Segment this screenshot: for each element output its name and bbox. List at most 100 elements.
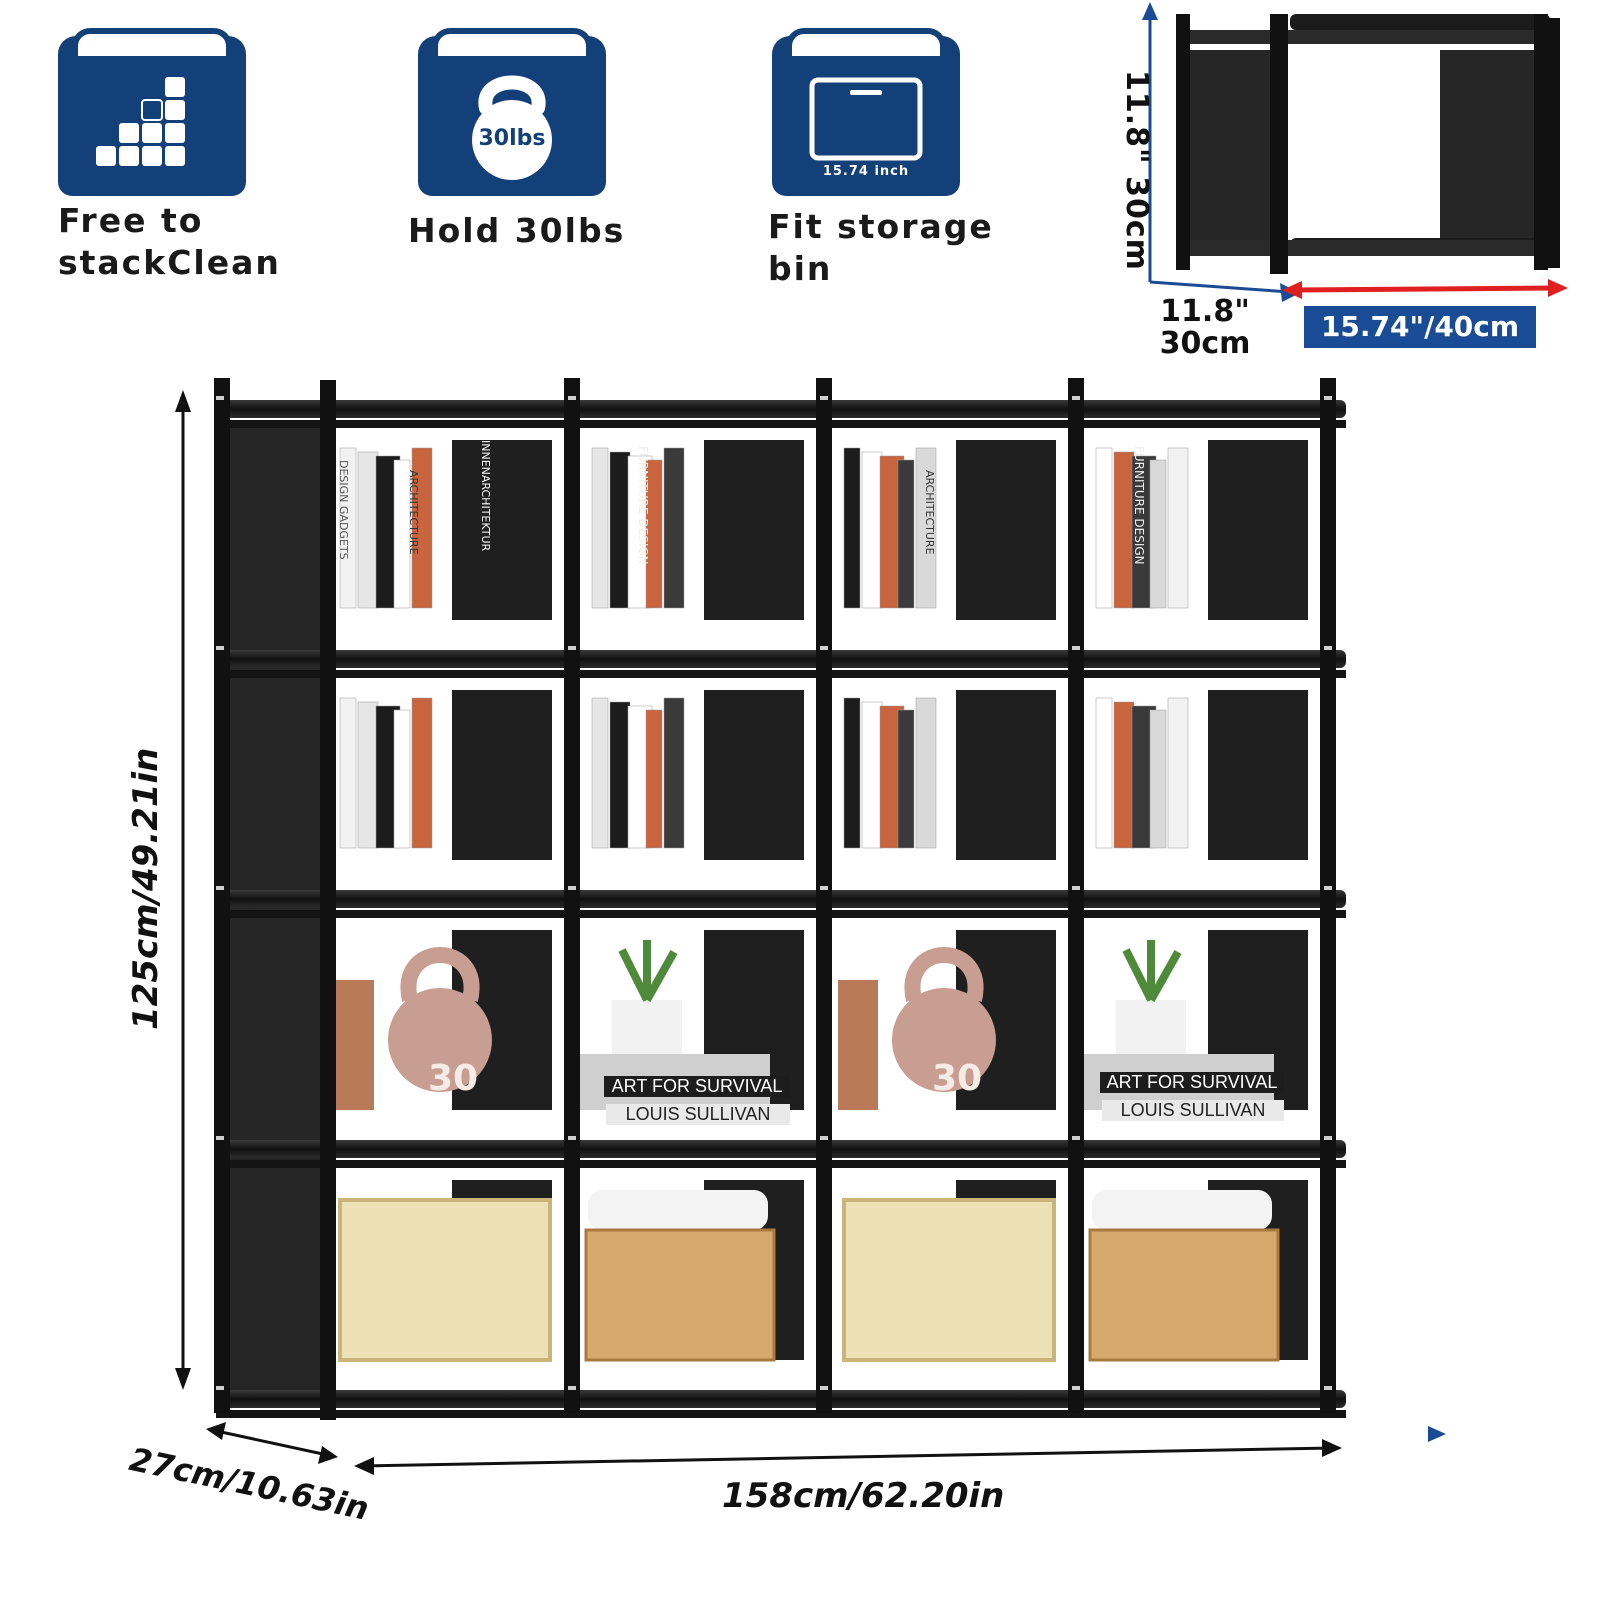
book — [1095, 697, 1113, 849]
connector — [216, 646, 224, 650]
book — [339, 447, 357, 609]
book — [838, 980, 878, 1110]
book — [591, 697, 609, 849]
connector — [1072, 396, 1080, 400]
book-stack-title: LOUIS SULLIVAN — [1102, 1100, 1284, 1121]
connector — [568, 396, 576, 400]
connector — [1324, 396, 1332, 400]
connector — [568, 646, 576, 650]
connector — [216, 1386, 224, 1390]
shelf-rod — [216, 650, 1346, 668]
cube-width-label: 15.74"/40cm — [1304, 306, 1536, 348]
feature-label-line: Hold 30lbs — [408, 211, 626, 250]
kettlebell — [400, 947, 480, 1002]
book — [1167, 697, 1189, 849]
shelf-post — [1068, 378, 1084, 1413]
shelf-post — [320, 380, 336, 1420]
folded-towel — [588, 1190, 768, 1230]
cube-side-panel — [704, 440, 804, 620]
cube-side-panel — [956, 690, 1056, 860]
feature-bin: 15.74 inch Fit storage bin — [768, 28, 994, 290]
shelf-illustration — [214, 378, 1346, 1420]
cube-depth-line: 11.8" — [1160, 294, 1250, 329]
kettlebell — [904, 947, 984, 1002]
shelf-rod — [216, 1140, 1346, 1158]
storage-bin-icon — [809, 77, 923, 161]
connector — [1072, 886, 1080, 890]
connector — [1324, 1136, 1332, 1140]
shelf-post — [1320, 378, 1336, 1413]
stack-blocks-icon — [96, 77, 185, 166]
cube-depth-line: 30cm — [1159, 326, 1251, 361]
feature-weight: 30lbs Hold 30lbs — [408, 28, 625, 252]
book — [411, 447, 433, 609]
shelf-rod — [216, 1160, 1346, 1168]
cube-depth-label: 11.8" 30cm — [1150, 296, 1260, 360]
shelf-width-label: 158cm/62.20in — [722, 1476, 1005, 1516]
book — [334, 980, 374, 1110]
book — [645, 459, 663, 609]
cube-side-panel — [956, 440, 1056, 620]
book — [393, 459, 411, 609]
book — [1149, 709, 1167, 849]
book-stack-title: LOUIS SULLIVAN — [606, 1104, 790, 1125]
book — [663, 697, 685, 849]
shelf-rod — [216, 420, 1346, 428]
connector — [568, 1386, 576, 1390]
feature-label: Free to stackClean — [58, 200, 281, 284]
connector — [1324, 886, 1332, 890]
shelf-rod — [216, 890, 1346, 908]
connector — [820, 886, 828, 890]
kettlebell-icon — [472, 75, 552, 180]
book — [591, 447, 609, 609]
book — [393, 709, 411, 849]
book — [915, 447, 937, 609]
connector — [1324, 1386, 1332, 1390]
weight-badge: 30lbs — [418, 28, 606, 196]
cube-height-label: 11.8" 30cm — [1119, 70, 1154, 271]
connector — [820, 646, 828, 650]
cube-side-panel — [452, 440, 552, 620]
feature-label: Fit storage bin — [768, 206, 994, 290]
feature-label-line: Fit storage — [768, 207, 994, 246]
cube-dimension-diagram — [1142, 2, 1568, 302]
connector — [820, 1136, 828, 1140]
kettlebell — [388, 988, 492, 1092]
book — [897, 459, 915, 609]
stack-badge — [58, 28, 246, 196]
shelf-post — [214, 378, 230, 1413]
connector — [568, 1136, 576, 1140]
folded-towel — [1092, 1190, 1272, 1230]
shelf-rod — [216, 1390, 1346, 1408]
book — [1095, 447, 1113, 609]
shelf-dimension-arrows — [175, 390, 1446, 1475]
book — [1149, 459, 1167, 609]
shelf-rod — [216, 400, 1346, 418]
book — [645, 709, 663, 849]
plant — [1122, 940, 1182, 1002]
connector — [1072, 646, 1080, 650]
wicker-basket — [1088, 1228, 1280, 1362]
connector — [568, 886, 576, 890]
kettlebell-label: 30 — [428, 1058, 479, 1099]
kettlebell-label: 30 — [932, 1058, 983, 1099]
kettlebell — [892, 988, 996, 1092]
feature-label-line: bin — [768, 249, 833, 288]
cube-side-panel — [1208, 440, 1308, 620]
shelf-rod — [216, 910, 1346, 918]
connector — [1072, 1136, 1080, 1140]
book — [843, 447, 861, 609]
connector — [1072, 1386, 1080, 1390]
feature-label-line: Free to — [58, 201, 204, 240]
shelf-rod — [216, 670, 1346, 678]
book — [339, 697, 357, 849]
book-stack-title: ART FOR SURVIVAL — [604, 1076, 790, 1097]
feature-label: Hold 30lbs — [408, 210, 625, 252]
bin-badge: 15.74 inch — [772, 28, 960, 196]
wicker-basket — [584, 1228, 776, 1362]
book — [663, 447, 685, 609]
connector — [216, 1136, 224, 1140]
shelf-height-label: 125cm/49.21in — [126, 747, 166, 1030]
cube-side-panel — [452, 690, 552, 860]
cube-side-panel — [1208, 690, 1308, 860]
